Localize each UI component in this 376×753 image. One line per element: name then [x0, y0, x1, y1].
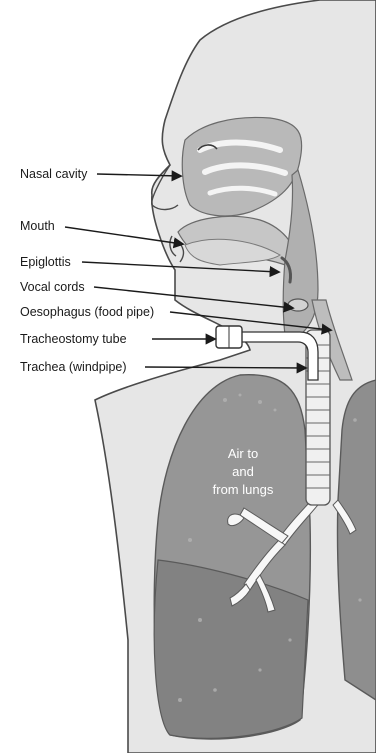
- air-label-line-3: from lungs: [213, 482, 274, 497]
- label-vocal-cords: Vocal cords: [20, 280, 85, 294]
- vocal-cords: [288, 299, 308, 311]
- air-label-line-2: and: [232, 464, 254, 479]
- label-oesophagus: Oesophagus (food pipe): [20, 305, 154, 319]
- air-label-line-1: Air to: [228, 446, 258, 461]
- right-lung: [337, 380, 376, 700]
- label-mouth: Mouth: [20, 219, 55, 233]
- label-epiglottis: Epiglottis: [20, 255, 71, 269]
- label-tracheostomy-tube: Tracheostomy tube: [20, 332, 127, 346]
- leader-trachea: [145, 367, 305, 368]
- label-trachea: Trachea (windpipe): [20, 360, 127, 374]
- label-nasal-cavity: Nasal cavity: [20, 167, 88, 181]
